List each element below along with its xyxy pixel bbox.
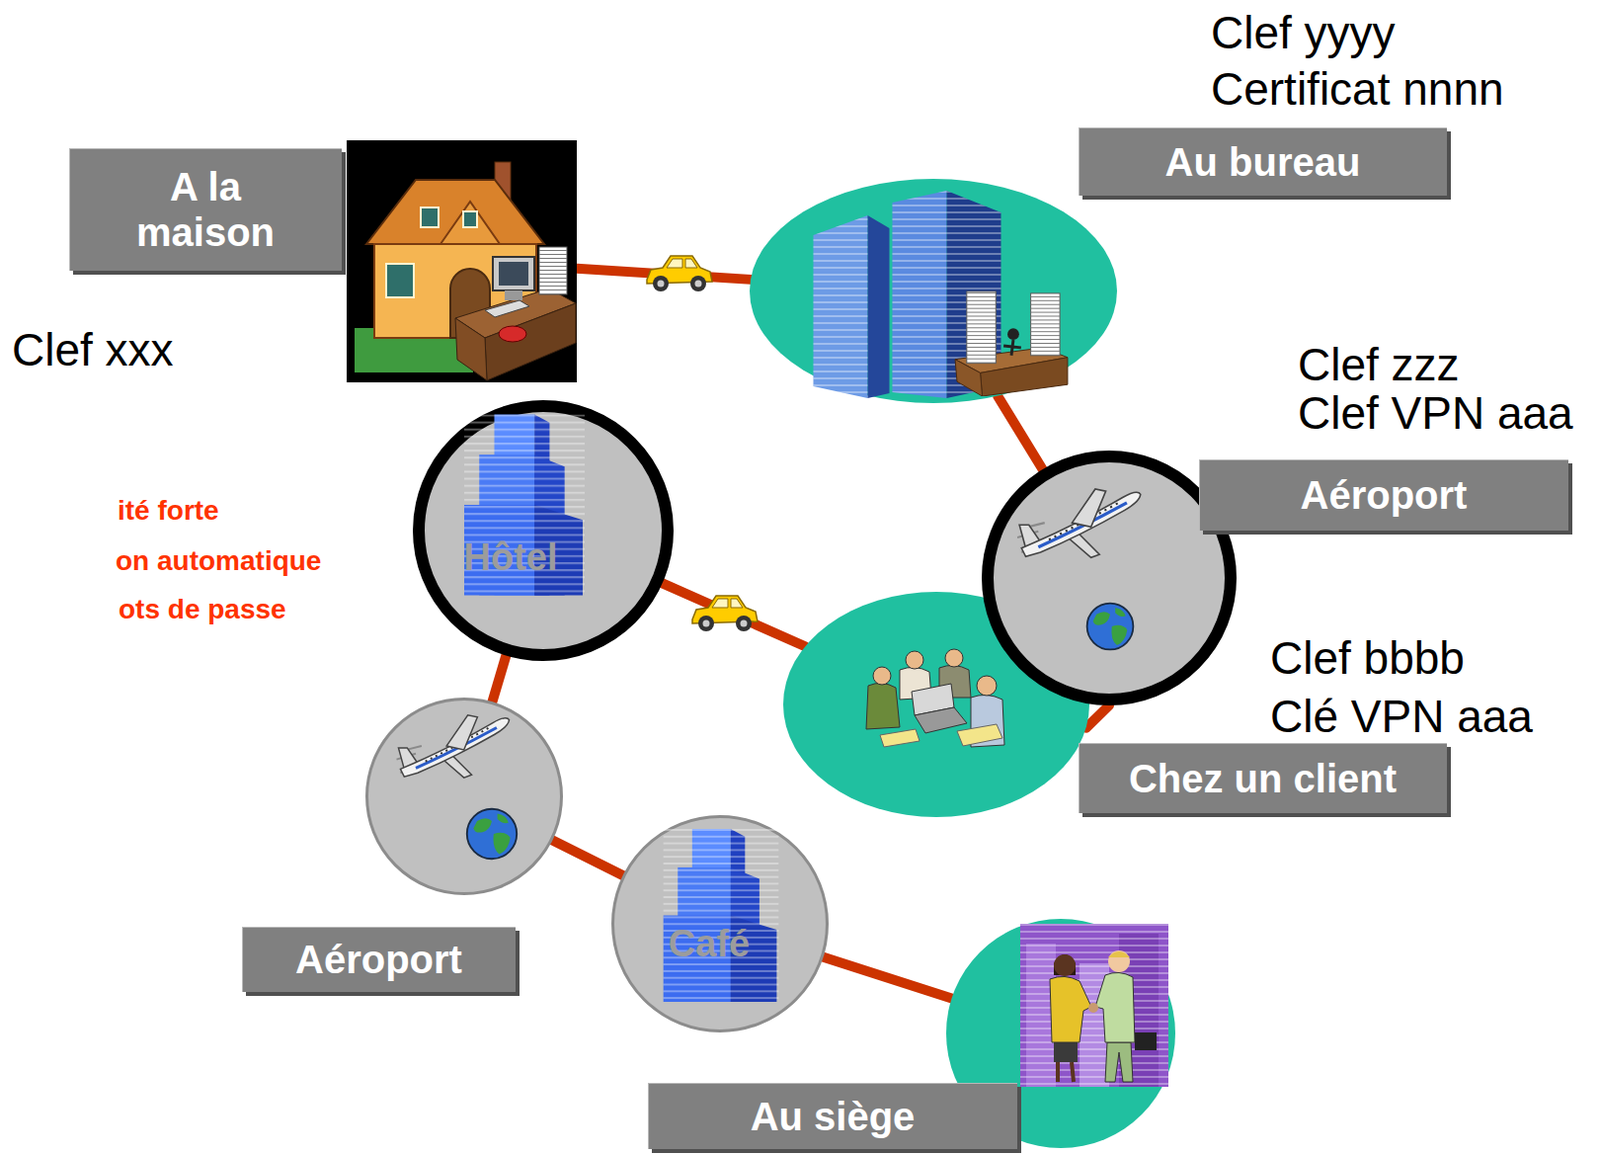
place-node: Au siège xyxy=(946,918,1176,1148)
key-note: Certificat nnnn xyxy=(1210,66,1505,112)
key-note: Clef zzz xyxy=(1297,341,1460,388)
key-note: Clef yyyy xyxy=(1210,9,1396,56)
note-slot: on automatique xyxy=(115,547,321,575)
place-name: A la maison xyxy=(111,163,300,255)
route-line xyxy=(553,840,624,876)
place-label-box: Au bureau xyxy=(1078,127,1447,196)
key-note: Clef xxx xyxy=(11,326,174,373)
place-picture xyxy=(464,414,585,596)
place-frame xyxy=(346,140,577,383)
key-note: Clef VPN aaa xyxy=(1297,390,1574,436)
place-name: Aéroport xyxy=(295,936,463,982)
feature-note: ots de passe xyxy=(118,595,287,624)
place-outline xyxy=(365,697,563,895)
place-name-slot: Hôtel xyxy=(464,537,559,579)
place-picture xyxy=(955,291,1068,397)
place-node: Hôtel xyxy=(412,400,674,661)
place-name: Chez un client xyxy=(1128,755,1397,801)
place-ellipse xyxy=(987,456,1231,700)
place-name-slot: Café xyxy=(668,923,750,965)
place-name: Au siège xyxy=(750,1093,916,1139)
place-label-box: Aéroport xyxy=(241,926,516,992)
place-label-box: Au siège xyxy=(647,1082,1018,1149)
note-slot: Clef bbbb xyxy=(1270,635,1465,681)
route-line xyxy=(1086,705,1110,728)
route-line xyxy=(492,655,507,703)
place-picture xyxy=(467,808,517,859)
note-slot: Certificat nnnn xyxy=(1210,66,1505,112)
place-outline xyxy=(412,400,674,661)
feature-note: on automatique xyxy=(115,547,321,575)
place-ellipse xyxy=(418,405,668,655)
key-note: Clef bbbb xyxy=(1270,635,1465,681)
place-picture xyxy=(663,828,780,1002)
place-label-box: Chez un client xyxy=(1078,742,1447,813)
place-label-box: A la maison xyxy=(69,148,342,271)
place-name: Aéroport xyxy=(1300,472,1468,518)
place-name: Au bureau xyxy=(1165,139,1361,185)
feature-note: ité forte xyxy=(117,496,220,525)
place-name: Hôtel xyxy=(464,537,559,579)
route-line xyxy=(997,396,1042,470)
place-picture xyxy=(1087,603,1134,650)
place-picture xyxy=(1017,488,1141,558)
place-ellipse xyxy=(613,816,828,1032)
note-slot: Clé VPN aaa xyxy=(1270,693,1533,739)
route-line xyxy=(662,582,805,646)
place-node: Aéroport xyxy=(981,450,1237,706)
note-slot: ité forte xyxy=(117,496,220,525)
place-node: Café xyxy=(611,814,829,1033)
place-picture xyxy=(866,648,1005,747)
place-name: Café xyxy=(668,923,750,965)
place-ellipse xyxy=(749,178,1118,403)
note-slot: Clef zzz xyxy=(1297,341,1460,388)
place-ellipse xyxy=(783,591,1090,817)
note-slot: ots de passe xyxy=(118,595,287,624)
place-outline xyxy=(749,178,1118,403)
place-ellipse xyxy=(367,699,562,894)
place-node: A la maison xyxy=(346,140,577,383)
place-node: Aéroport xyxy=(365,697,563,895)
place-picture xyxy=(1020,923,1169,1087)
place-picture xyxy=(346,140,577,383)
key-note: Clé VPN aaa xyxy=(1270,693,1533,739)
note-slot: Clef xxx xyxy=(11,326,174,373)
taxi-picture xyxy=(692,595,758,632)
note-slot: Clef yyyy xyxy=(1210,9,1396,56)
place-outline xyxy=(346,140,577,383)
place-label-box: Aéroport xyxy=(1199,459,1569,531)
note-slot: Clef VPN aaa xyxy=(1297,390,1574,436)
place-node: Au bureau xyxy=(749,178,1118,403)
place-picture xyxy=(397,715,510,778)
taxi-picture xyxy=(646,255,713,292)
route-line xyxy=(823,957,953,999)
